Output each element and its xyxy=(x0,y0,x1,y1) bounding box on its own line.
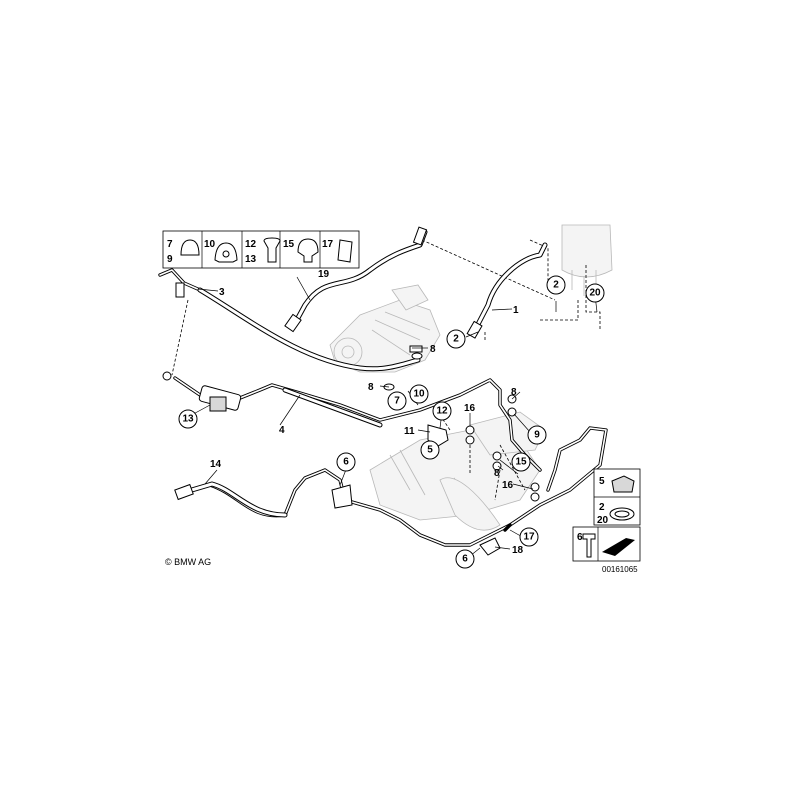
label-10-panel: 10 xyxy=(204,239,216,250)
label-2-panel: 2 xyxy=(599,502,605,513)
reference-lines xyxy=(171,239,601,501)
callout-12: 12 xyxy=(432,401,452,421)
cap-5-icon xyxy=(611,475,635,493)
label-8c: 8 xyxy=(511,387,517,398)
callout-20: 20 xyxy=(585,283,605,303)
svg-text:9: 9 xyxy=(534,430,540,441)
reference-number: 00161065 xyxy=(602,565,638,574)
label-8b: 8 xyxy=(368,382,374,393)
label-17-panel: 17 xyxy=(322,239,334,250)
label-14: 14 xyxy=(210,459,222,470)
svg-text:17: 17 xyxy=(523,532,535,543)
label-20-panel: 20 xyxy=(597,515,609,526)
clip-15-icon xyxy=(297,238,319,263)
callout-5: 5 xyxy=(420,440,440,460)
screw-12-13-icon xyxy=(263,237,281,263)
label-16a: 16 xyxy=(464,403,476,414)
pipe-4 xyxy=(173,376,542,472)
svg-text:20: 20 xyxy=(589,288,601,299)
hose-4-section xyxy=(282,387,383,428)
label-8a: 8 xyxy=(430,344,436,355)
bolt-6-icon xyxy=(582,533,596,558)
label-19: 19 xyxy=(318,269,330,280)
label-3: 3 xyxy=(219,287,225,298)
svg-text:5: 5 xyxy=(427,445,433,456)
hose-1 xyxy=(472,242,548,333)
label-16b: 16 xyxy=(502,480,514,491)
label-8d: 8 xyxy=(494,468,500,479)
hose-3 xyxy=(158,268,421,372)
svg-text:7: 7 xyxy=(394,396,400,407)
callout-7: 7 xyxy=(387,391,407,411)
parts-panel-top xyxy=(162,230,360,269)
label-13-panel: 13 xyxy=(245,254,257,265)
svg-text:6: 6 xyxy=(462,554,468,565)
circled-callouts: 2 20 2 10 7 12 5 9 xyxy=(178,275,605,569)
svg-text:2: 2 xyxy=(453,334,459,345)
callout-6-left: 6 xyxy=(336,452,356,472)
label-5-panel: 5 xyxy=(599,476,605,487)
callout-6-bottom: 6 xyxy=(455,549,475,569)
steering-pump-ghost xyxy=(329,284,441,373)
label-11: 11 xyxy=(404,426,415,437)
svg-text:12: 12 xyxy=(436,406,448,417)
arrow-icon xyxy=(602,538,635,556)
reservoir-ghost xyxy=(561,224,613,296)
parts-panel-right xyxy=(572,468,641,562)
svg-text:13: 13 xyxy=(182,414,194,425)
label-18: 18 xyxy=(512,545,524,556)
callout-2-mid: 2 xyxy=(446,329,466,349)
callout-13: 13 xyxy=(178,409,198,429)
label-1: 1 xyxy=(513,305,519,316)
svg-text:10: 10 xyxy=(413,389,425,400)
callout-17: 17 xyxy=(519,527,539,547)
label-7-panel: 7 xyxy=(167,239,173,250)
hose-14-end xyxy=(182,481,288,518)
svg-text:6: 6 xyxy=(343,457,349,468)
label-6-panel: 6 xyxy=(577,532,583,543)
clip-7-9-icon xyxy=(180,239,200,256)
callout-10: 10 xyxy=(409,384,429,404)
label-12-panel: 12 xyxy=(245,239,257,250)
callout-2-top: 2 xyxy=(546,275,566,295)
svg-text:2: 2 xyxy=(553,280,559,291)
plain-labels: 7 9 10 12 13 15 17 3 19 1 8 8 8 8 4 11 1… xyxy=(167,239,609,556)
copyright-text: © BMW AG xyxy=(165,557,211,567)
hose-19 xyxy=(290,229,428,330)
label-15-panel: 15 xyxy=(283,239,295,250)
fittings xyxy=(162,226,540,556)
callout-9: 9 xyxy=(527,425,547,445)
label-9-panel: 9 xyxy=(167,254,173,265)
clip-17-icon xyxy=(337,239,353,263)
svg-text:15: 15 xyxy=(515,457,527,468)
label-4: 4 xyxy=(279,425,285,436)
callout-15: 15 xyxy=(511,452,531,472)
